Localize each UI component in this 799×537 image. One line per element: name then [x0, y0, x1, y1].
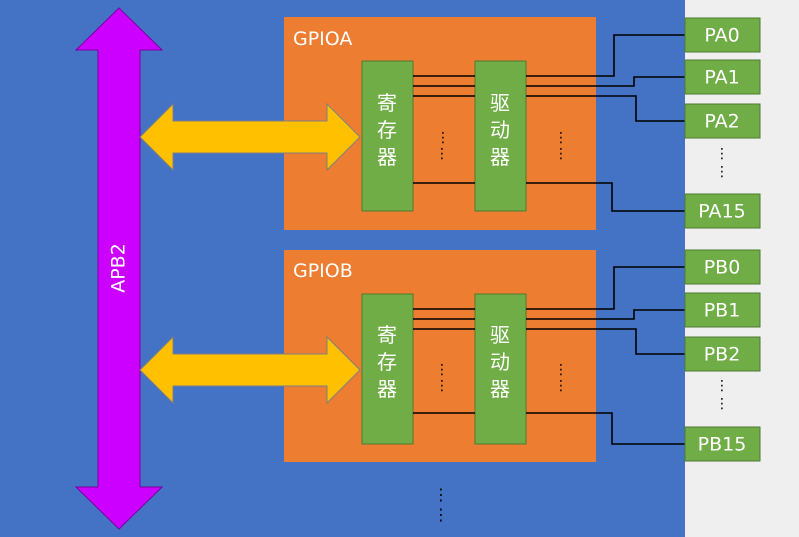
gpiob-pins: PB0 PB1 PB2 ⋮ ⋮ PB15 — [684, 249, 761, 462]
pin-label: PB2 — [704, 344, 741, 366]
apb2-bus-label: APB2 — [108, 243, 130, 293]
gpiob-register-label: 寄存器 — [377, 323, 397, 401]
pin-label: PB1 — [704, 300, 741, 322]
gpioa-register-label: 寄存器 — [377, 91, 397, 169]
gpioa-register-box — [361, 60, 414, 212]
gpiob-link-arrow — [139, 335, 361, 405]
gpiob-driver-ellipsis-2: ⋮ — [554, 378, 568, 394]
pin-box — [684, 336, 761, 372]
more-ports-ellipsis-2: ⋮ — [433, 505, 449, 524]
more-ports-ellipsis: ⋮ — [433, 485, 449, 504]
gpioa-inner-ellipsis: ⋮ — [436, 130, 450, 146]
pin-label: PA15 — [698, 201, 745, 223]
gpioa-driver-box — [474, 60, 527, 212]
pin-ellipsis: ⋮ — [715, 146, 729, 162]
pin-box — [684, 103, 761, 139]
pin-label: PA1 — [704, 67, 739, 89]
pin-label: PA2 — [704, 111, 739, 133]
pin-box — [684, 249, 761, 285]
gpioa-internal-wires — [413, 75, 475, 184]
gpiob-block: GPIOB 寄存器 驱动器 ⋮ ⋮ ⋮ ⋮ — [139, 250, 685, 462]
pin-box — [684, 59, 761, 95]
gpiob-title: GPIOB — [293, 260, 353, 282]
gpiob-driver-ellipsis: ⋮ — [554, 362, 568, 378]
pin-ellipsis-2: ⋮ — [715, 164, 729, 180]
gpiob-pin-wires — [526, 266, 685, 445]
pin-box — [684, 426, 761, 462]
pin-ellipsis: ⋮ — [715, 378, 729, 394]
gpiob-inner-ellipsis: ⋮ — [435, 362, 449, 378]
pin-box — [684, 193, 761, 229]
gpiob-driver-label: 驱动器 — [490, 323, 510, 401]
gpioa-pins: PA0 PA1 PA2 ⋮ ⋮ PA15 — [684, 17, 761, 229]
pin-box — [684, 292, 761, 328]
gpioa-title: GPIOA — [293, 28, 352, 50]
gpioa-link-arrow — [139, 102, 361, 172]
gpioa-driver-label: 驱动器 — [490, 91, 510, 169]
pin-label: PA0 — [704, 25, 739, 47]
gpioa-inner-ellipsis-2: ⋮ — [435, 146, 449, 162]
pin-ellipsis-2: ⋮ — [715, 396, 729, 412]
gpioa-driver-ellipsis: ⋮ — [554, 130, 568, 146]
gpiob-driver-box — [474, 293, 527, 445]
pin-label: PB15 — [698, 434, 747, 456]
gpiob-inner-ellipsis-2: ⋮ — [435, 378, 449, 394]
pin-label: PB0 — [704, 257, 741, 279]
gpiob-internal-wires — [413, 308, 475, 414]
apb2-bus-arrow — [74, 7, 164, 530]
gpioa-block: GPIOA 寄存器 驱动器 ⋮ ⋮ ⋮ ⋮ — [139, 17, 685, 230]
gpioa-pin-wires — [526, 34, 685, 212]
pin-box — [684, 17, 761, 53]
gpioa-driver-ellipsis-2: ⋮ — [554, 146, 568, 162]
gpiob-register-box — [361, 293, 414, 445]
